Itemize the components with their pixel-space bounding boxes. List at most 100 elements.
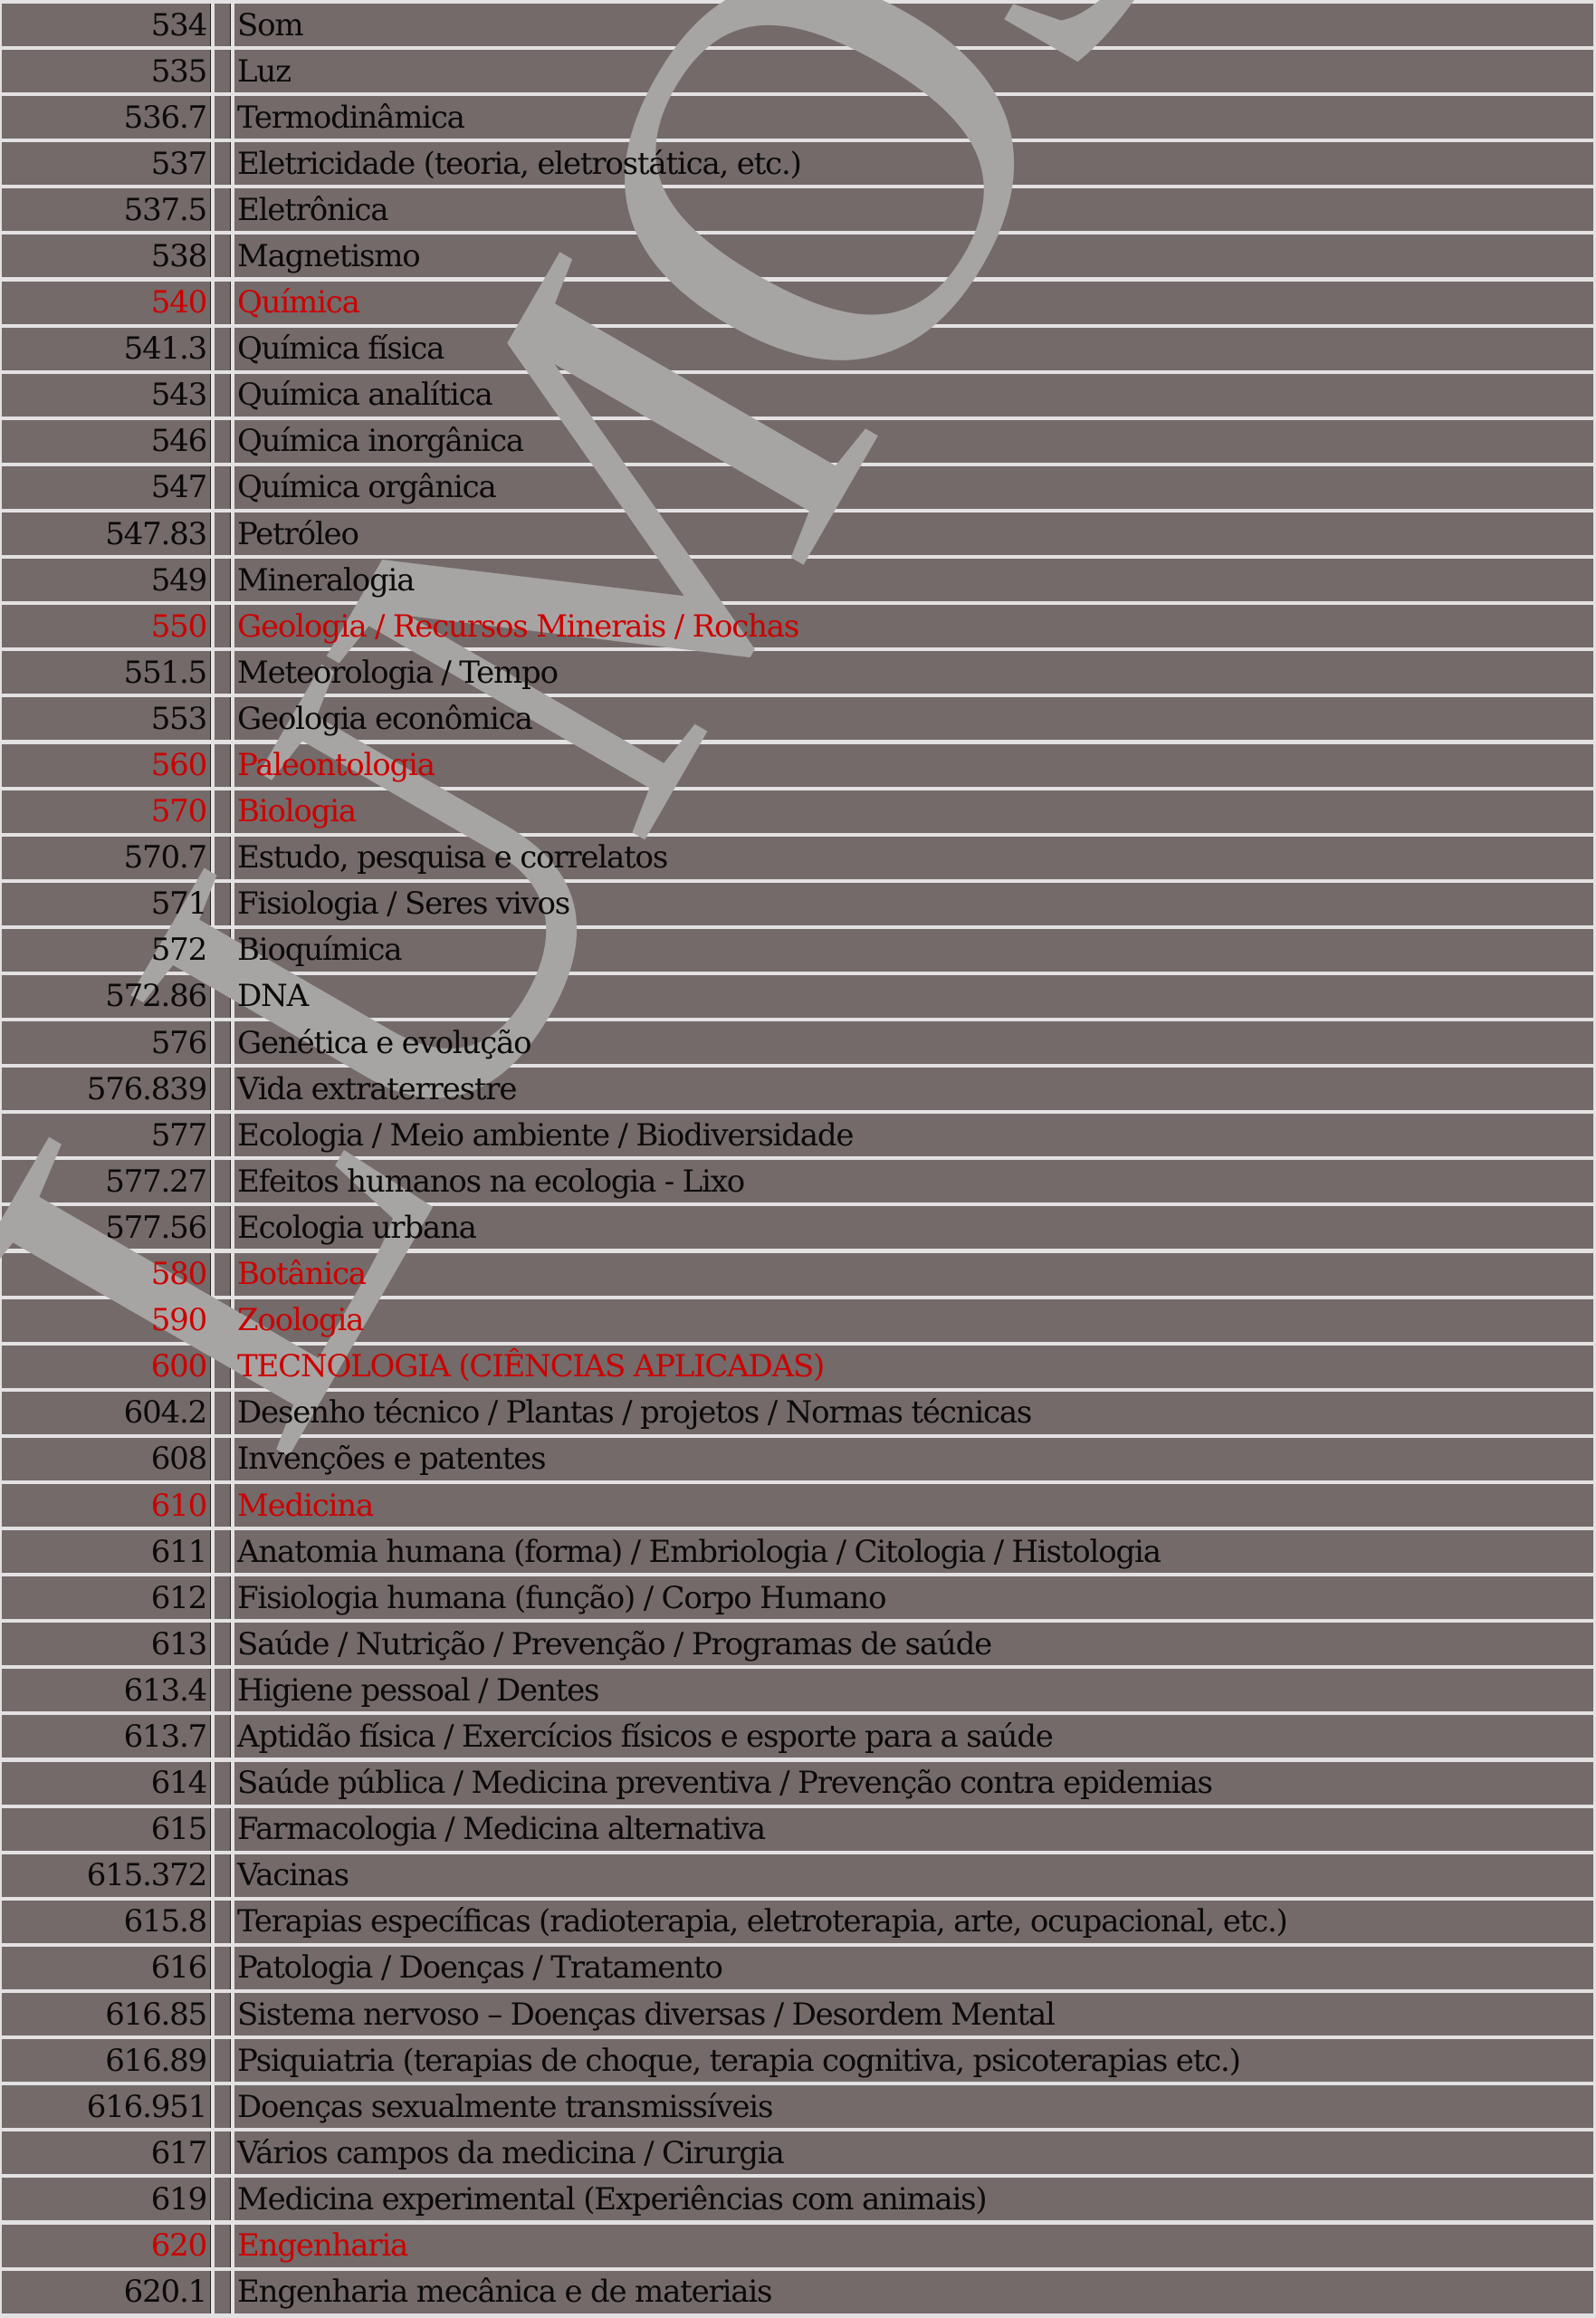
class-code: 560 (150, 747, 208, 783)
class-label: Efeitos humanos na ecologia - Lixo (237, 1163, 745, 1200)
class-label: Paleontologia (237, 747, 435, 783)
class-label: Bioquímica (237, 932, 402, 969)
class-code: 571 (150, 886, 208, 923)
label-cell: Eletrônica (234, 188, 1593, 232)
class-code: 551.5 (123, 654, 208, 691)
code-cell: 572.86 (2, 974, 211, 1018)
spacer-cell (215, 327, 231, 370)
label-cell: Terapias específicas (radioterapia, elet… (234, 1900, 1593, 1943)
code-cell: 620.1 (2, 2270, 211, 2313)
label-cell: Saúde / Nutrição / Prevenção / Programas… (234, 1623, 1593, 1666)
spacer-cell (215, 1252, 231, 1296)
class-code: 610 (150, 1487, 208, 1524)
code-cell: 576 (2, 1021, 211, 1065)
code-cell: 613.7 (2, 1715, 211, 1758)
class-code: 572.86 (105, 978, 207, 1015)
label-cell: Química (234, 281, 1593, 324)
label-cell: Vários campos da medicina / Cirurgia (234, 2131, 1593, 2175)
class-label: Botânica (237, 1256, 367, 1293)
spacer-cell (215, 188, 231, 232)
code-cell: 577.56 (2, 1206, 211, 1250)
code-cell: 535 (2, 50, 211, 93)
class-label: Engenharia (237, 2227, 408, 2264)
label-cell: Psiquiatria (terapias de choque, terapia… (234, 2039, 1593, 2083)
code-cell: 541.3 (2, 327, 211, 370)
label-cell: Biologia (234, 790, 1593, 833)
table-row: 572.86 DNA (2, 973, 1593, 1020)
class-label: Invenções e patentes (237, 1441, 547, 1478)
class-code: 615.8 (123, 1903, 208, 1940)
class-code: 614 (150, 1765, 208, 1802)
table-row: 549 Mineralogia (2, 557, 1593, 603)
code-cell: 538 (2, 235, 211, 278)
label-cell: Magnetismo (234, 235, 1593, 278)
label-cell: Fisiologia humana (função) / Corpo Human… (234, 1576, 1593, 1620)
table-row: 613 Saúde / Nutrição / Prevenção / Progra… (2, 1621, 1593, 1667)
spacer-cell (215, 4, 231, 46)
code-cell: 615.8 (2, 1900, 211, 1943)
code-cell: 619 (2, 2178, 211, 2221)
code-cell: 534 (2, 4, 211, 46)
label-cell: Botânica (234, 1252, 1593, 1296)
spacer-cell (215, 697, 231, 741)
code-cell: 540 (2, 281, 211, 324)
label-cell: Química inorgânica (234, 419, 1593, 463)
class-label: Psiquiatria (terapias de choque, terapia… (237, 2042, 1241, 2079)
spacer-cell (215, 50, 231, 93)
class-label: Ecologia / Meio ambiente / Biodiversidad… (237, 1116, 855, 1154)
class-label: Luz (237, 53, 291, 90)
spacer-cell (215, 1993, 231, 2036)
class-label: Mineralogia (237, 561, 415, 599)
table-row: 615.8 Terapias específicas (radioterapia,… (2, 1899, 1593, 1945)
label-cell: Engenharia mecânica e de materiais (234, 2270, 1593, 2313)
spacer-cell (215, 96, 231, 139)
label-cell: Aptidão física / Exercícios físicos e es… (234, 1715, 1593, 1758)
label-cell: Fisiologia / Seres vivos (234, 882, 1593, 925)
code-cell: 614 (2, 1761, 211, 1805)
label-cell: DNA (234, 974, 1593, 1018)
class-code: 549 (150, 561, 208, 599)
code-cell: 547 (2, 465, 211, 509)
class-label: Anatomia humana (forma) / Embriologia / … (237, 1533, 1161, 1570)
spacer-cell (215, 1021, 231, 1065)
spacer-cell (215, 1345, 231, 1388)
class-code: 600 (150, 1348, 208, 1385)
code-cell: 570.7 (2, 836, 211, 879)
spacer-cell (215, 2039, 231, 2083)
spacer-cell (215, 1669, 231, 1712)
label-cell: Geologia econômica (234, 697, 1593, 741)
class-label: Farmacologia / Medicina alternativa (237, 1811, 766, 1848)
label-cell: Vacinas (234, 1853, 1593, 1897)
label-cell: Química analítica (234, 373, 1593, 417)
code-cell: 613 (2, 1623, 211, 1666)
code-cell: 550 (2, 605, 211, 648)
spacer-cell (215, 928, 231, 972)
spacer-cell (215, 605, 231, 648)
label-cell: TECNOLOGIA (CIÊNCIAS APLICADAS) (234, 1345, 1593, 1388)
spacer-cell (215, 1068, 231, 1111)
class-label: Desenho técnico / Plantas / projetos / N… (237, 1394, 1032, 1432)
class-label: Biologia (237, 793, 357, 830)
class-code: 616 (150, 1949, 208, 1987)
code-cell: 613.4 (2, 1669, 211, 1712)
